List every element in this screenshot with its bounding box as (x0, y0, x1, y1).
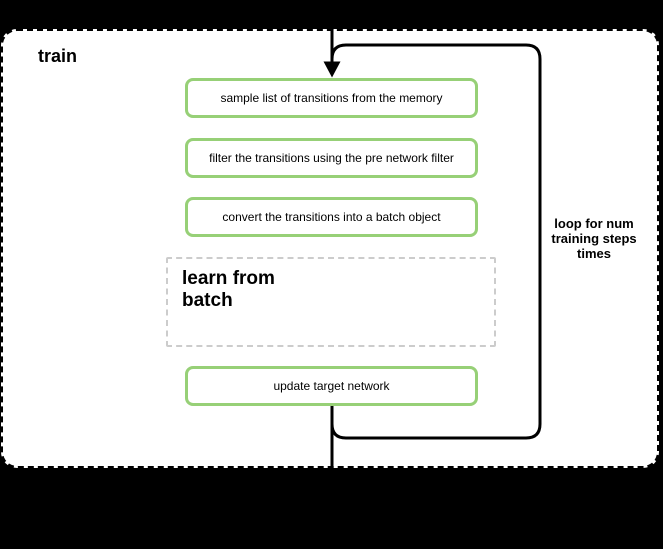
subprocess-learn-from-batch: learn from batch (166, 257, 496, 347)
step-filter-transitions: filter the transitions using the pre net… (185, 138, 478, 178)
loop-annotation: loop for num training steps times (539, 216, 649, 261)
step-update-target-network-label: update target network (273, 379, 390, 393)
step-convert-to-batch-label: convert the transitions into a batch obj… (222, 210, 441, 224)
step-sample-transitions-label: sample list of transitions from the memo… (220, 91, 443, 105)
step-sample-transitions: sample list of transitions from the memo… (185, 78, 478, 118)
loop-annotation-line: times (577, 246, 611, 261)
step-convert-to-batch: convert the transitions into a batch obj… (185, 197, 478, 237)
step-filter-transitions-label: filter the transitions using the pre net… (209, 151, 454, 165)
loop-annotation-line: loop for num (554, 216, 634, 231)
loop-annotation-line: training steps (551, 231, 637, 246)
train-frame-label: train (38, 46, 78, 66)
step-update-target-network: update target network (185, 366, 478, 406)
